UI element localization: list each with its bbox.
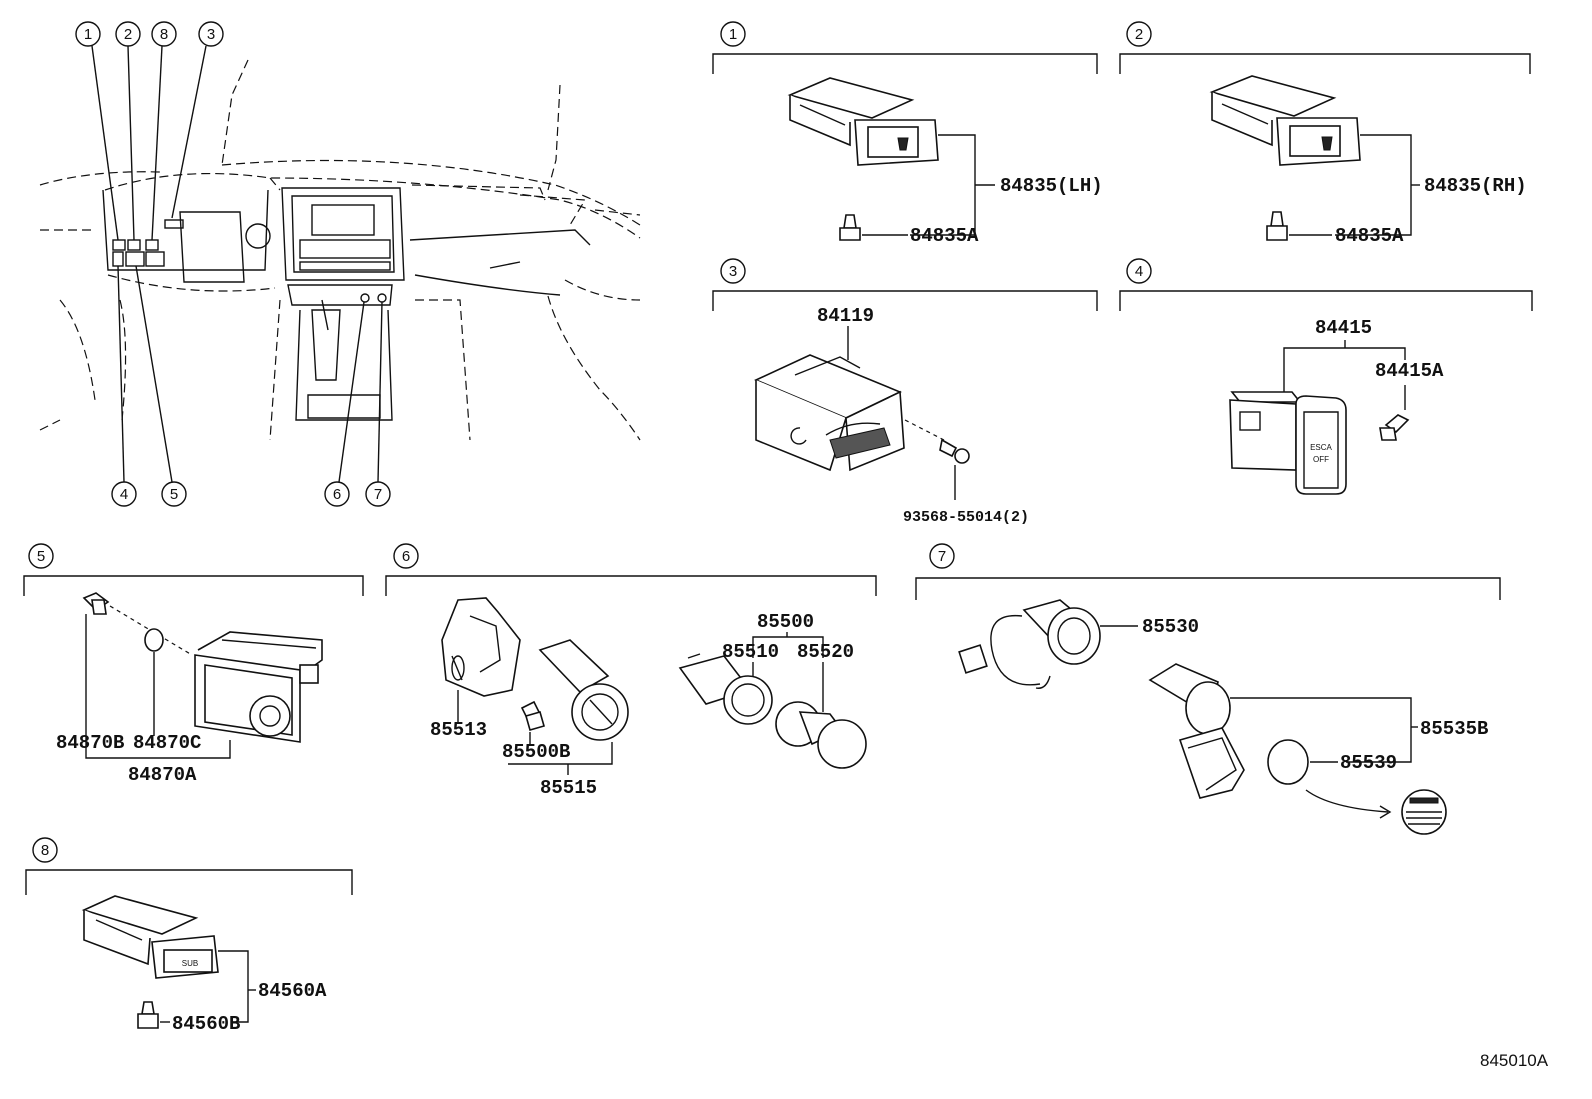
clip-84835a-2 bbox=[1266, 211, 1288, 241]
section-8: 8 SUB 84560A 84560B bbox=[25, 837, 353, 1035]
label-84560b: 84560B bbox=[172, 1013, 240, 1035]
section-7-number: 7 bbox=[938, 548, 946, 565]
callout-1: 1 bbox=[84, 26, 92, 43]
label-85530: 85530 bbox=[1142, 616, 1199, 638]
section-2-number: 2 bbox=[1135, 26, 1143, 43]
label-85510: 85510 bbox=[722, 641, 779, 663]
label-85500b: 85500B bbox=[502, 741, 570, 763]
section-7: 7 85530 85535B 85539 bbox=[915, 543, 1501, 835]
section-5: 5 84870B 84870C 84870A bbox=[23, 543, 364, 786]
holder-85513 bbox=[441, 597, 521, 697]
label-93568: 93568-55014(2) bbox=[903, 509, 1029, 526]
overview-callouts: 1 2 8 3 4 5 6 7 bbox=[75, 21, 391, 507]
callout-2: 2 bbox=[124, 26, 132, 43]
label-84835-lh: 84835(LH) bbox=[1000, 175, 1103, 197]
label-84560a: 84560A bbox=[258, 980, 327, 1002]
socket-85535b bbox=[1148, 663, 1245, 799]
section-8-number: 8 bbox=[41, 842, 49, 859]
bulb-85500b bbox=[520, 700, 545, 731]
callout-4: 4 bbox=[120, 486, 128, 503]
switch-84415: ESCA OFF bbox=[1229, 391, 1347, 495]
callout-3: 3 bbox=[207, 26, 215, 43]
dashboard-overview bbox=[39, 59, 641, 441]
diagram-reference-number: 845010A bbox=[1480, 1051, 1549, 1070]
switch-84835-rh bbox=[1209, 75, 1361, 166]
label-85520: 85520 bbox=[797, 641, 854, 663]
section-3: 3 84119 93568-55014(2) bbox=[712, 258, 1098, 526]
label-85515: 85515 bbox=[540, 777, 597, 799]
label-84119: 84119 bbox=[817, 305, 874, 327]
socket-85510 bbox=[678, 653, 773, 725]
sub-switch-text: SUB bbox=[182, 959, 198, 968]
esc-off-text-2: OFF bbox=[1313, 455, 1329, 464]
label-84835-rh: 84835(RH) bbox=[1424, 175, 1527, 197]
callout-5: 5 bbox=[170, 486, 178, 503]
label-84415: 84415 bbox=[1315, 317, 1372, 339]
clip-84415a bbox=[1379, 414, 1410, 441]
switch-84835-lh bbox=[787, 77, 939, 166]
switch-84560a: SUB bbox=[81, 895, 219, 979]
label-84835a-1: 84835A bbox=[910, 225, 979, 247]
section-6-number: 6 bbox=[402, 548, 410, 565]
clip-84835a-1 bbox=[839, 214, 861, 241]
mirror-switch-84870a bbox=[194, 631, 323, 743]
label-85535b: 85535B bbox=[1420, 718, 1488, 740]
screw-93568 bbox=[939, 438, 970, 464]
cap-icon-detail bbox=[1401, 789, 1447, 835]
socket-85515 bbox=[538, 639, 629, 741]
label-84870a: 84870A bbox=[128, 764, 197, 786]
label-85500: 85500 bbox=[757, 611, 814, 633]
callout-7: 7 bbox=[374, 486, 382, 503]
esc-off-text-1: ESCA bbox=[1310, 443, 1332, 452]
label-84870b: 84870B bbox=[56, 732, 124, 754]
label-85539: 85539 bbox=[1340, 752, 1397, 774]
callout-8: 8 bbox=[160, 26, 168, 43]
section-5-number: 5 bbox=[37, 548, 45, 565]
clip-84560b bbox=[137, 1001, 159, 1029]
section-3-number: 3 bbox=[729, 263, 737, 280]
clip-84870b bbox=[82, 592, 110, 615]
cap-85539 bbox=[1267, 739, 1309, 785]
callout-6: 6 bbox=[333, 486, 341, 503]
dial-switch-84119 bbox=[754, 354, 905, 472]
section-1-number: 1 bbox=[729, 26, 737, 43]
label-84415a: 84415A bbox=[1375, 360, 1444, 382]
lighter-85520 bbox=[775, 701, 867, 769]
section-6: 6 85513 85500B 85515 85500 85510 855 bbox=[385, 543, 877, 799]
socket-85530 bbox=[958, 599, 1101, 689]
label-84835a-2: 84835A bbox=[1335, 225, 1404, 247]
section-2: 2 84835(RH) 84835A bbox=[1119, 21, 1531, 247]
label-85513: 85513 bbox=[430, 719, 487, 741]
label-84870c: 84870C bbox=[133, 732, 201, 754]
section-4: 4 84415 84415A ESCA OFF bbox=[1119, 258, 1533, 495]
section-1: 1 84835(LH) 84835A bbox=[712, 21, 1103, 247]
section-4-number: 4 bbox=[1135, 263, 1143, 280]
